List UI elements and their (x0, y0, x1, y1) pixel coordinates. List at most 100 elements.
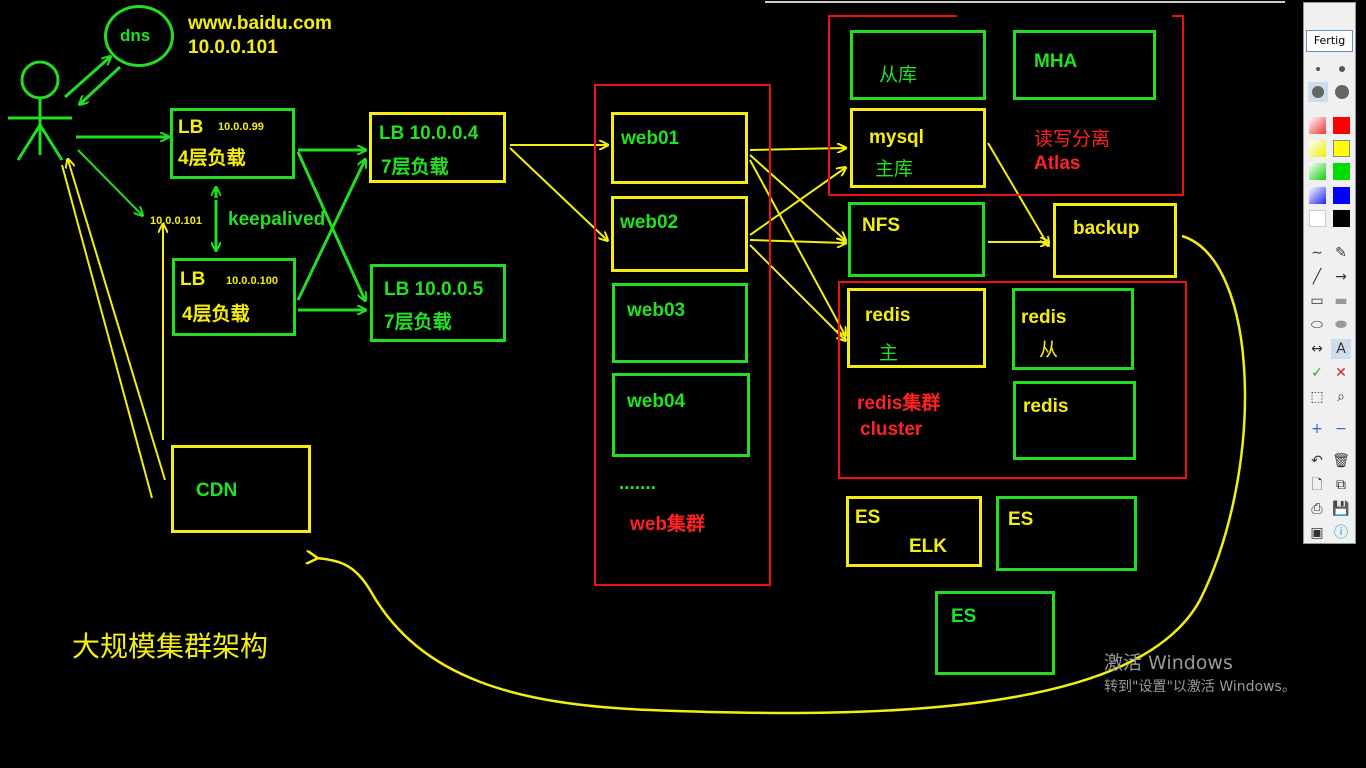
lb7a-desc: 7层负载 (381, 157, 449, 178)
lb1-desc: 4层负载 (178, 148, 246, 169)
color-blue-swatch[interactable] (1333, 187, 1350, 204)
zoom-in-icon[interactable]: + (1311, 421, 1323, 437)
ellipse-icon[interactable]: ⬭ (1311, 317, 1323, 333)
mysql-frame (828, 15, 1184, 196)
lb1-ip: 10.0.0.99 (218, 121, 264, 133)
activation-watermark-title: 激活 Windows (1104, 652, 1233, 674)
domain-ip: 10.0.0.101 (188, 37, 278, 58)
lb-4layer-primary: LB 10.0.0.99 4层负载 (170, 108, 295, 179)
es3-node: ES (935, 591, 1055, 675)
web04-node: web04 (612, 373, 750, 457)
copy-icon[interactable]: ⧉ (1336, 477, 1346, 493)
redis-cluster-en: cluster (860, 419, 923, 440)
color-green-swatch[interactable] (1333, 163, 1350, 180)
print-icon[interactable]: ⎙ (1311, 501, 1323, 517)
web-cluster-frame (594, 84, 771, 586)
drawing-toolbar: Fertig ∼ ✎ ╱ → ▭ ▬ ⬭ ⬬ ↔ A ✓ ✕ ⬚ ⌕ + − ↶… (1303, 2, 1356, 544)
cross-icon[interactable]: ✕ (1335, 365, 1347, 381)
web03-label: web03 (627, 300, 686, 321)
color-light-yellow-swatch[interactable] (1309, 140, 1326, 157)
pen-size-small[interactable] (1308, 59, 1328, 79)
cdn-node: CDN (171, 445, 311, 533)
freehand-icon[interactable]: ∼ (1311, 245, 1323, 261)
page-title: 大规模集群架构 (72, 630, 269, 663)
nfs-label: NFS (862, 215, 900, 236)
mha-label: MHA (1034, 51, 1078, 72)
mysql-frame-top-right (1172, 15, 1184, 17)
select-region-icon[interactable]: ⬚ (1310, 389, 1324, 405)
domain-label: www.baidu.com (188, 13, 332, 34)
elk-label: ELK (909, 536, 947, 557)
lb7a-title: LB 10.0.0.4 (379, 123, 479, 144)
color-yellow-swatch[interactable] (1333, 140, 1350, 157)
filled-rectangle-icon[interactable]: ▬ (1334, 293, 1348, 309)
done-button[interactable]: Fertig (1306, 30, 1353, 52)
mysql-master-node: mysql 主库 (850, 108, 986, 188)
redis-slave-label: redis (1021, 307, 1067, 328)
color-black-swatch[interactable] (1333, 210, 1350, 227)
new-page-icon[interactable]: 🗋 (1311, 477, 1323, 493)
lb7b-title: LB 10.0.0.5 (384, 279, 484, 300)
lb-7layer-a: LB 10.0.0.4 7层负载 (369, 112, 506, 183)
redis-slave-sub: 从 (1039, 340, 1059, 361)
mysql-frame-top (828, 15, 957, 17)
text-tool-icon[interactable]: A (1331, 339, 1351, 359)
lb2-desc: 4层负载 (182, 304, 250, 325)
filled-ellipse-icon[interactable]: ⬬ (1335, 317, 1347, 333)
web01-node: web01 (611, 112, 748, 184)
web-more-dots: ....... (619, 473, 656, 494)
color-red-swatch[interactable] (1333, 117, 1350, 134)
activation-watermark-subtitle: 转到"设置"以激活 Windows。 (1104, 679, 1296, 695)
double-arrow-icon[interactable]: ↔ (1311, 341, 1323, 357)
lb2-ip: 10.0.0.100 (226, 275, 278, 287)
lb-7layer-b: LB 10.0.0.5 7层负载 (370, 264, 506, 342)
redis-master-node: redis 主 (847, 288, 986, 368)
pen-size-xlarge[interactable] (1332, 82, 1352, 102)
lb7b-desc: 7层负载 (384, 312, 452, 333)
arrow-line-icon[interactable]: → (1335, 269, 1347, 285)
redis-third-label: redis (1023, 396, 1069, 417)
atlas-label: Atlas (1034, 153, 1081, 174)
keepalived-label: keepalived (228, 209, 326, 230)
color-light-green-swatch[interactable] (1309, 163, 1326, 180)
nfs-node: NFS (848, 202, 985, 277)
check-icon[interactable]: ✓ (1311, 365, 1323, 381)
rectangle-icon[interactable]: ▭ (1310, 293, 1324, 309)
web-cluster-label: web集群 (630, 514, 705, 535)
delete-icon[interactable]: 🗑 (1332, 453, 1350, 469)
color-light-red-swatch[interactable] (1309, 117, 1326, 134)
rw-split-label: 读写分离 (1034, 129, 1111, 150)
info-icon[interactable]: ⓘ (1334, 525, 1348, 541)
redis-master-label: redis (865, 305, 911, 326)
dns-label: dns (120, 26, 151, 45)
redis-cluster-label: redis集群 (857, 393, 941, 414)
eraser-icon[interactable]: ✎ (1335, 245, 1347, 261)
backup-label: backup (1073, 218, 1140, 239)
pen-size-medium[interactable] (1332, 59, 1352, 79)
line-icon[interactable]: ╱ (1312, 269, 1322, 285)
es1-label: ES (855, 507, 881, 528)
backup-node: backup (1053, 203, 1177, 278)
zoom-icon[interactable]: ⌕ (1337, 389, 1345, 405)
es2-node: ES (996, 496, 1137, 571)
undo-icon[interactable]: ↶ (1311, 453, 1323, 469)
vip-ip: 10.0.0.101 (150, 215, 202, 227)
mysql-slave-label: 从库 (879, 65, 918, 86)
web02-node: web02 (611, 196, 748, 272)
es-elk-node: ES ELK (846, 496, 982, 567)
web03-node: web03 (612, 283, 748, 363)
color-light-blue-swatch[interactable] (1309, 187, 1326, 204)
web01-label: web01 (621, 128, 680, 149)
save-icon[interactable]: 💾 (1332, 501, 1350, 517)
redis-slave-node: redis 从 (1012, 288, 1134, 370)
lb2-title: LB (180, 269, 206, 290)
screen-icon[interactable]: ▣ (1310, 525, 1324, 541)
zoom-out-icon[interactable]: − (1335, 421, 1347, 437)
pen-size-large[interactable] (1308, 82, 1328, 102)
mysql-master-label: mysql (869, 127, 924, 148)
mha-node: MHA (1013, 30, 1156, 100)
color-white-swatch[interactable] (1309, 210, 1326, 227)
es3-label: ES (951, 606, 977, 627)
redis-third-node: redis (1013, 381, 1136, 460)
